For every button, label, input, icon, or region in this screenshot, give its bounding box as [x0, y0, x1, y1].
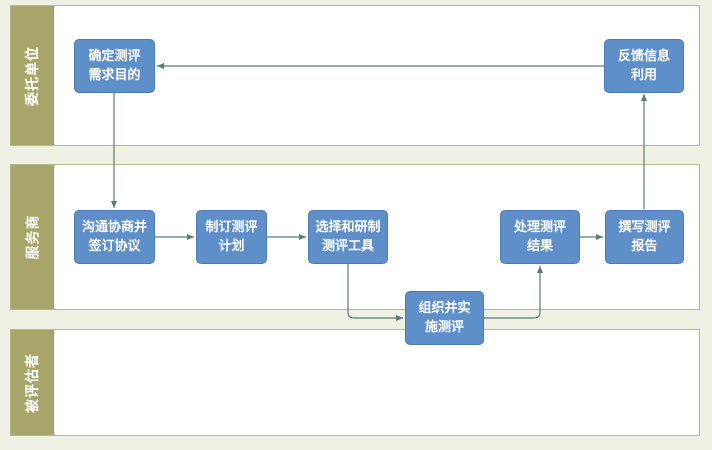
step-select-tools-text: 选择和研制测评工具 — [315, 220, 381, 254]
lane-label-provider: 服务商 — [11, 165, 54, 309]
step-negotiate-agreement: 沟通协商并签订协议 — [74, 210, 155, 264]
lane-label-evaluated-text: 被评估者 — [25, 352, 41, 413]
lane-label-client-text: 委托单位 — [25, 45, 41, 106]
step-write-report: 撰写测评报告 — [605, 210, 684, 264]
step-process-results: 处理测评结果 — [500, 210, 580, 264]
step-feedback-use: 反馈信息利用 — [604, 39, 684, 93]
step-organize-implement-text: 组织并实施测评 — [418, 301, 471, 335]
lane-evaluated: 被评估者 — [10, 329, 700, 436]
lane-label-provider-text: 服务商 — [25, 214, 41, 260]
step-negotiate-agreement-text: 沟通协商并签订协议 — [81, 220, 147, 254]
step-make-plan-text: 制订测评计划 — [205, 220, 258, 254]
step-select-tools: 选择和研制测评工具 — [308, 210, 388, 264]
lane-label-evaluated: 被评估者 — [11, 330, 54, 435]
step-write-report-text: 撰写测评报告 — [618, 220, 671, 254]
step-make-plan: 制订测评计划 — [196, 210, 267, 264]
step-define-purpose: 确定测评需求目的 — [74, 39, 155, 93]
step-feedback-use-text: 反馈信息利用 — [617, 49, 670, 83]
step-define-purpose-text: 确定测评需求目的 — [88, 49, 141, 83]
step-organize-implement: 组织并实施测评 — [405, 291, 484, 345]
step-process-results-text: 处理测评结果 — [513, 220, 566, 254]
lane-label-client: 委托单位 — [11, 6, 54, 145]
